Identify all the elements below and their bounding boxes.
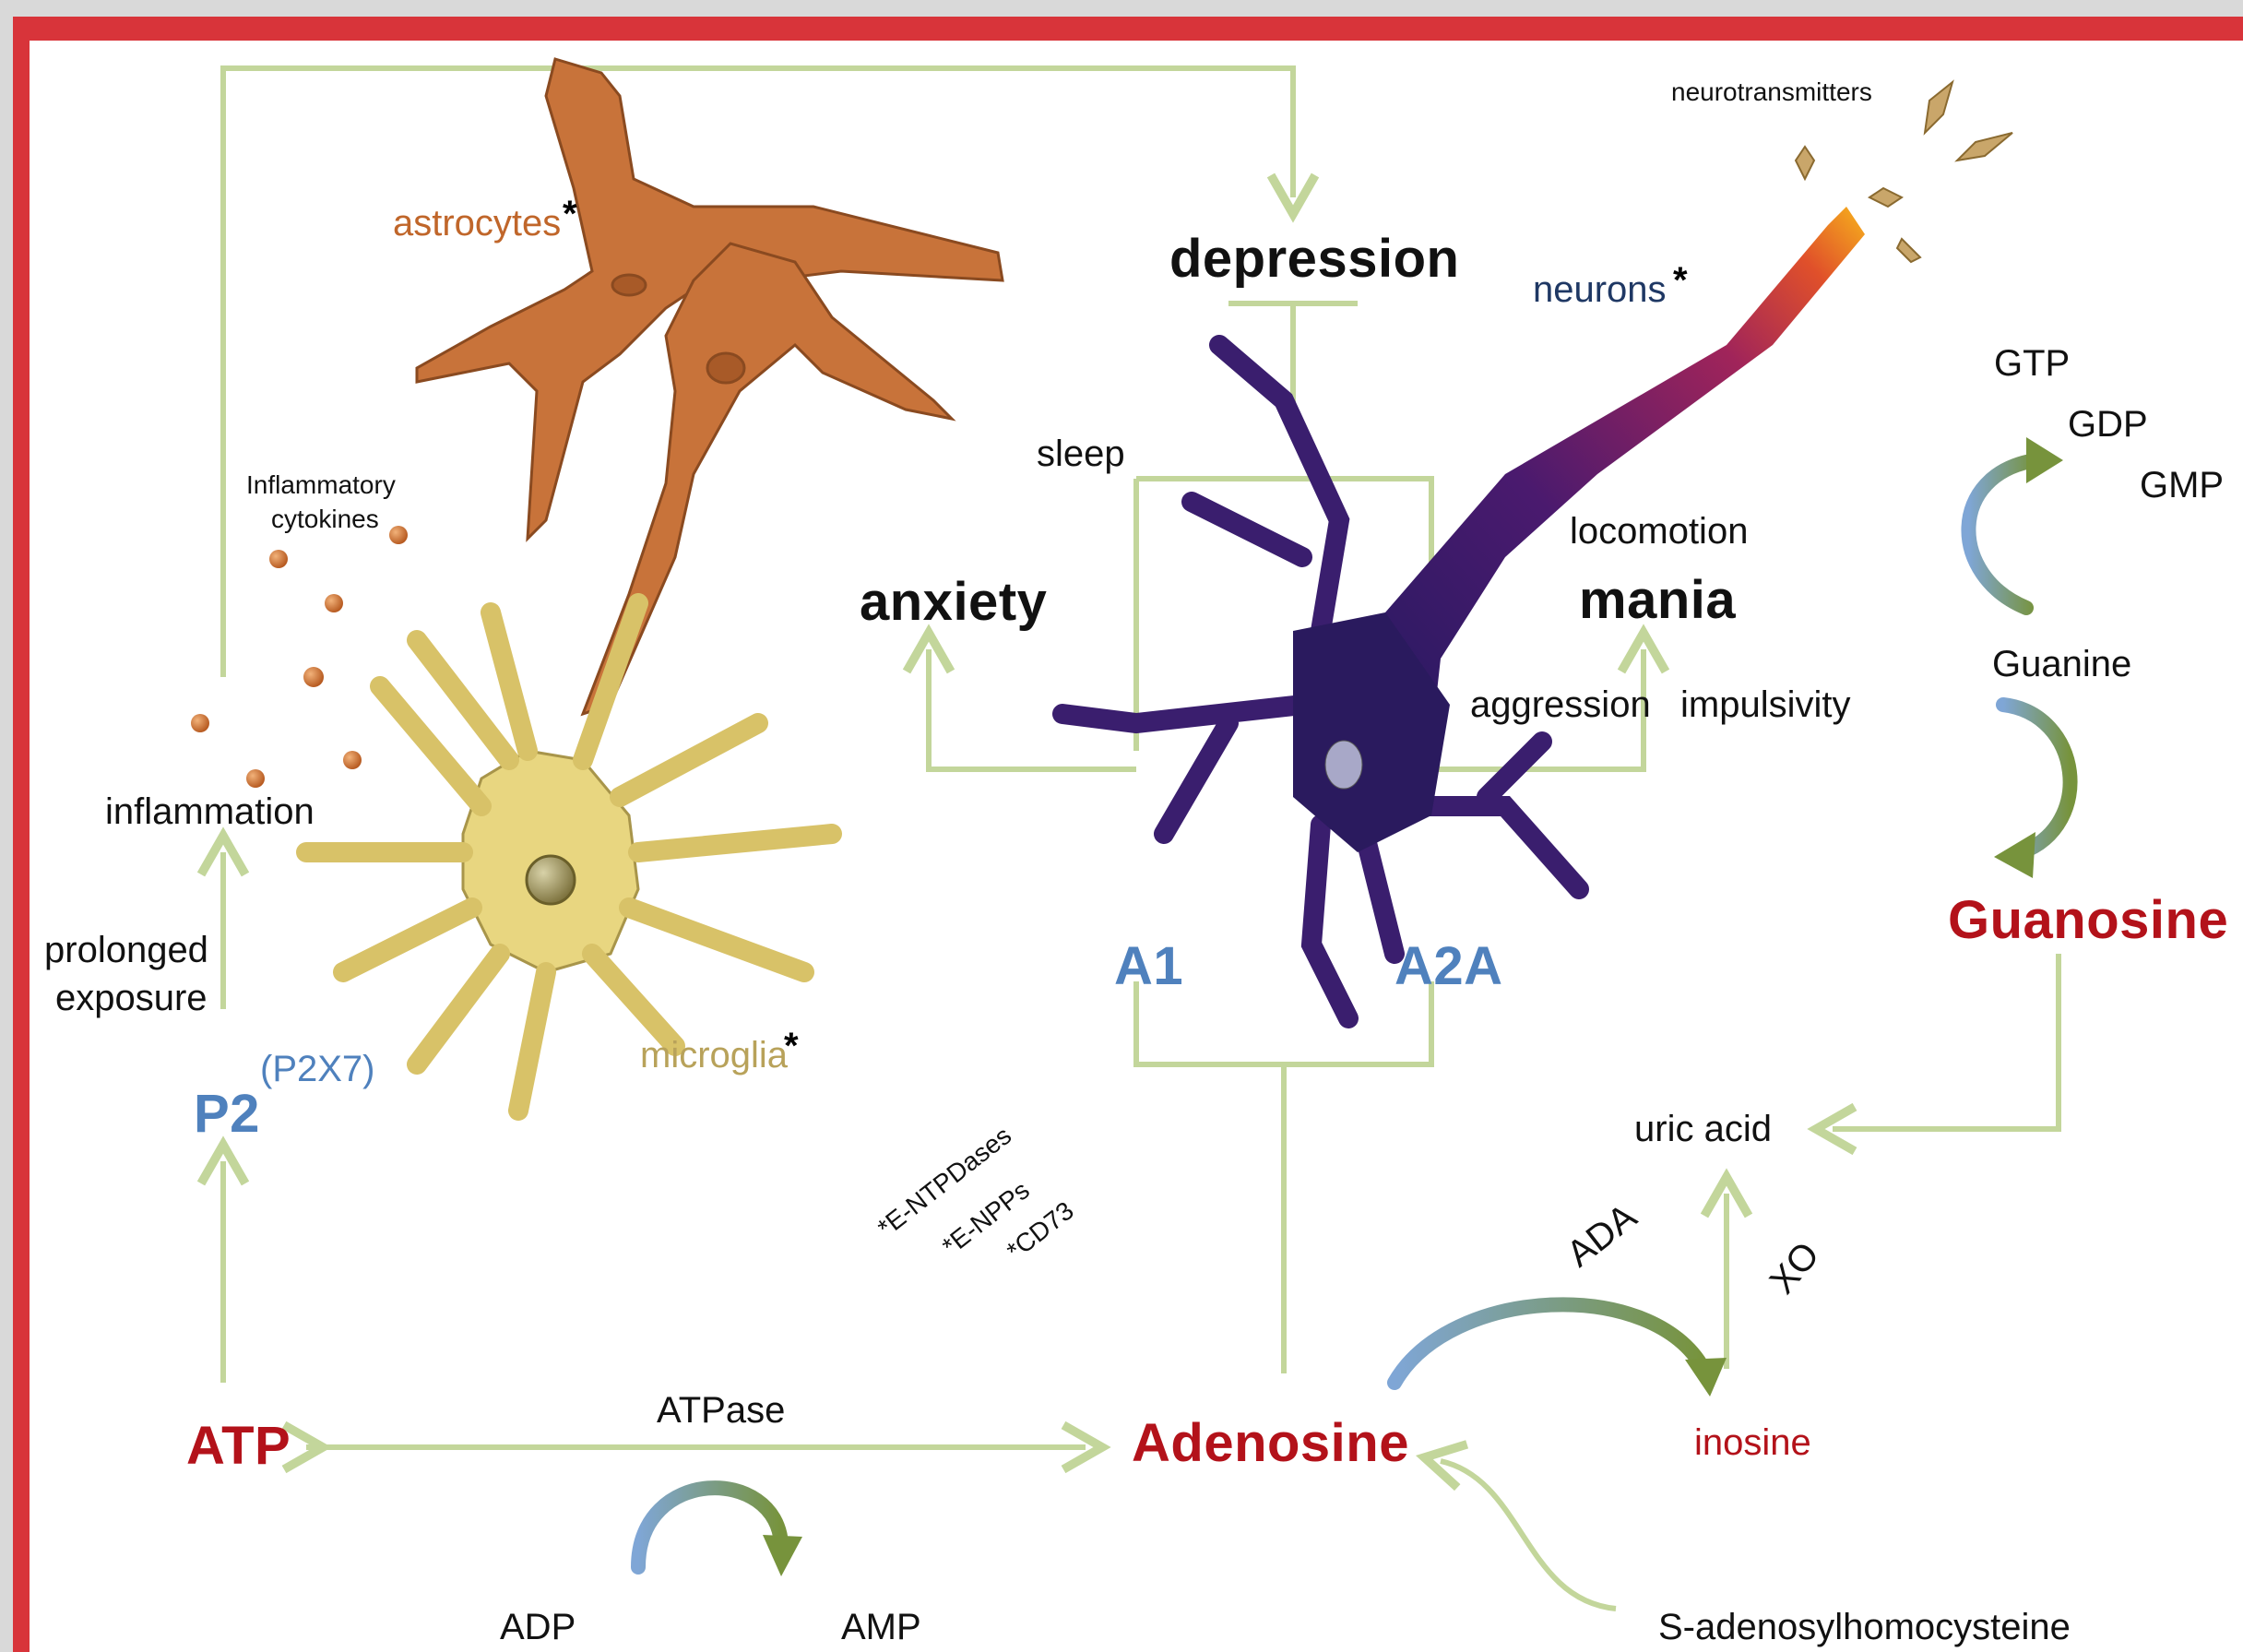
label-impulsivity: impulsivity bbox=[1680, 686, 1850, 723]
label-a1: A1 bbox=[1114, 940, 1183, 993]
label-sleep: sleep bbox=[1037, 435, 1125, 472]
label-guanine: Guanine bbox=[1992, 646, 2131, 683]
label-guanosine: Guanosine bbox=[1948, 894, 2228, 947]
label-microglia: microglia bbox=[640, 1037, 788, 1074]
label-mania: mania bbox=[1579, 574, 1736, 627]
label-cytokines: cytokines bbox=[271, 506, 379, 532]
label-aggression: aggression bbox=[1470, 686, 1651, 723]
diagram-graphics bbox=[30, 41, 2243, 1652]
label-inflammation: inflammation bbox=[105, 793, 314, 830]
label-adp: ADP bbox=[500, 1609, 576, 1646]
curve-adp-amp bbox=[638, 1488, 781, 1567]
label-neurotransmitters: neurotransmitters bbox=[1671, 79, 1872, 105]
curve-guanine-guanosine bbox=[2003, 705, 2071, 852]
curve-gmp-guanine bbox=[1968, 460, 2035, 608]
label-gtp: GTP bbox=[1994, 345, 2070, 382]
neurons-asterisk: * bbox=[1673, 262, 1688, 299]
label-adenosine: Adenosine bbox=[1132, 1417, 1409, 1470]
label-a2a: A2A bbox=[1394, 940, 1503, 993]
label-locomotion: locomotion bbox=[1570, 513, 1748, 550]
label-s-adenosylhomocysteine: S-adenosylhomocysteine bbox=[1658, 1609, 2071, 1646]
label-atp: ATP bbox=[186, 1420, 291, 1473]
arrow-guanosine-to-uricacid bbox=[1833, 954, 2059, 1129]
label-amp: AMP bbox=[841, 1609, 921, 1646]
microglia-asterisk: * bbox=[784, 1028, 799, 1064]
label-p2x7: (P2X7) bbox=[260, 1051, 375, 1087]
label-uric-acid: uric acid bbox=[1634, 1111, 1772, 1147]
label-inflammatory: Inflammatory bbox=[246, 472, 396, 498]
label-exposure: exposure bbox=[55, 980, 208, 1016]
label-atpase: ATPase bbox=[657, 1392, 785, 1429]
label-anxiety: anxiety bbox=[860, 576, 1047, 629]
label-p2: P2 bbox=[194, 1087, 260, 1141]
adenosine-to-receptors bbox=[1136, 981, 1431, 1373]
label-gmp: GMP bbox=[2140, 467, 2224, 504]
label-gdp: GDP bbox=[2068, 406, 2148, 443]
neuron-cell-icon bbox=[1062, 207, 1865, 1018]
label-prolonged: prolonged bbox=[44, 932, 208, 969]
label-neurons: neurons bbox=[1533, 271, 1667, 308]
curve-ada bbox=[1394, 1304, 1703, 1383]
label-astrocytes: astrocytes bbox=[393, 205, 561, 242]
astrocytes-asterisk: * bbox=[563, 196, 577, 232]
curved-arrows bbox=[638, 437, 2071, 1576]
label-depression: depression bbox=[1169, 232, 1459, 286]
arrow-sah-to-adenosine bbox=[1441, 1461, 1616, 1609]
label-inosine: inosine bbox=[1694, 1424, 1811, 1461]
diagram-canvas: neurotransmitters astrocytes * depressio… bbox=[30, 41, 2243, 1652]
